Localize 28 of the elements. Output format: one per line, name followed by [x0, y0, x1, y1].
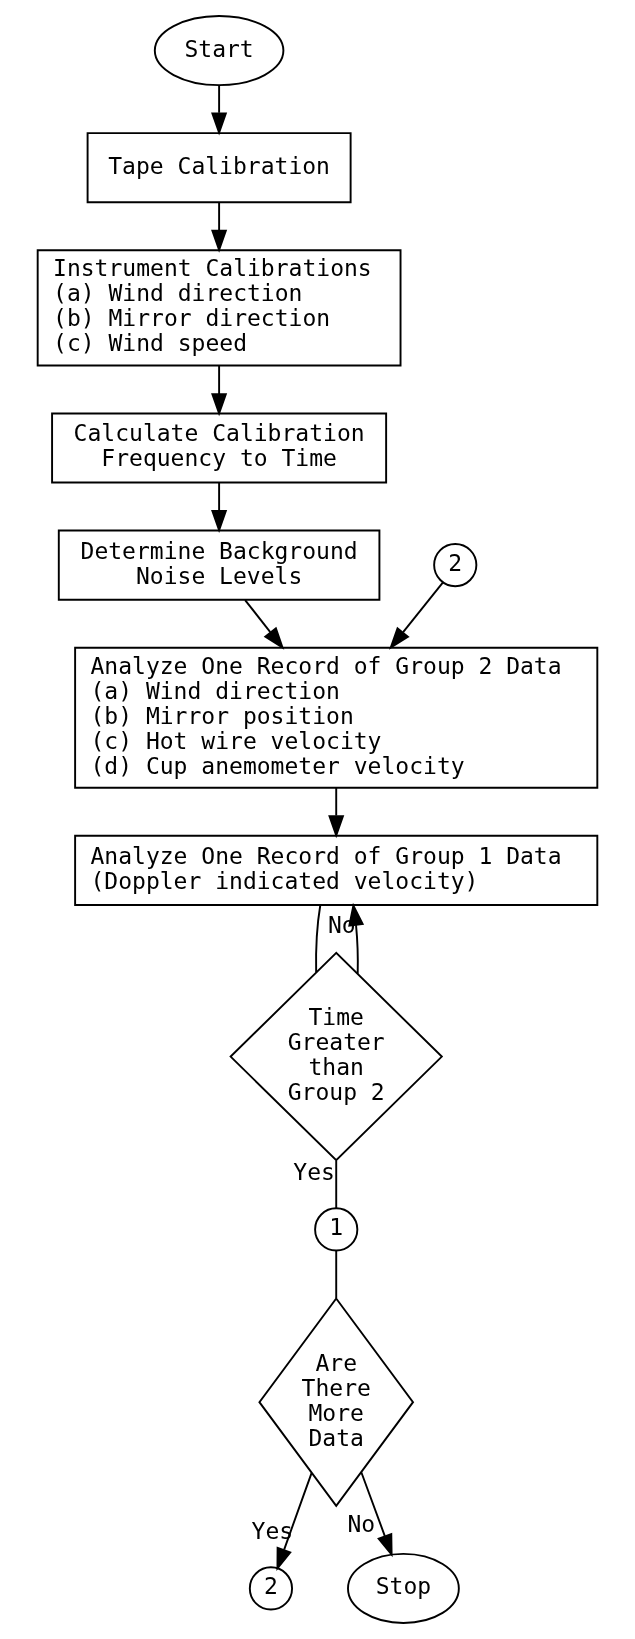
connector [335, 1249, 338, 1300]
edge-label: No [347, 1511, 376, 1538]
arrow [244, 599, 285, 650]
node-diamond: Time Greater than Group 2 [229, 951, 444, 1162]
node-ellipse: Start [153, 15, 285, 87]
arrow [211, 365, 228, 417]
arrow [328, 787, 345, 839]
node-circle: 1 [314, 1207, 359, 1252]
arrow [276, 1472, 313, 1572]
arrow [360, 1471, 393, 1558]
arrow [389, 581, 444, 650]
node-box: Instrument Calibrations (a) Wind direction (b) Mirror direction (c) Wind speed [36, 249, 402, 367]
connector [315, 904, 322, 974]
arrow [348, 902, 365, 975]
node-box: Tape Calibration [86, 132, 352, 204]
edge-label: Yes [251, 1518, 294, 1545]
node-box: Analyze One Record of Group 1 Data (Doppler indicated velocity) [74, 834, 599, 906]
node-ellipse: Stop [347, 1552, 460, 1624]
node-box: Calculate Calibration Frequency to Time [51, 412, 388, 484]
node-box: Determine Background Noise Levels [57, 529, 381, 601]
node-box: Analyze One Record of Group 2 Data (a) Wind direction (b) Mirror position (c) Hot wire velocity (d) Cup anemometer velocity [74, 646, 599, 789]
node-circle: 2 [248, 1566, 293, 1611]
arrow [211, 201, 228, 253]
arrow [211, 481, 228, 534]
node-circle: 2 [433, 543, 478, 588]
arrow [211, 84, 228, 136]
node-diamond: Are There More Data [258, 1296, 415, 1508]
connector [335, 1159, 338, 1209]
